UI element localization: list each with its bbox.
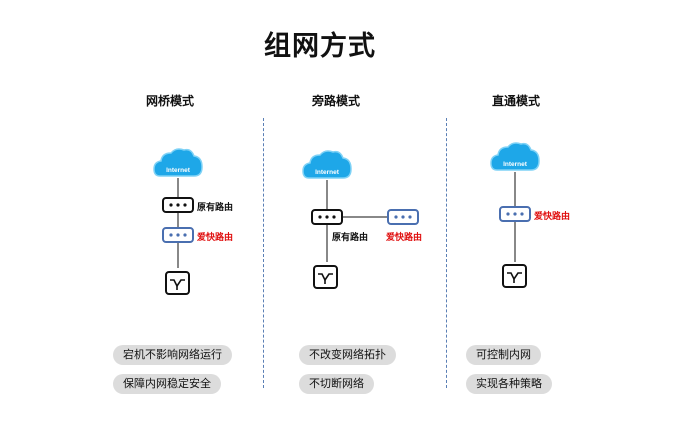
feature-badge: 不改变网络拓扑 — [299, 345, 396, 365]
divider-left — [263, 118, 264, 388]
direct-diagram: Internet — [490, 142, 540, 288]
feature-badge: 实现各种策略 — [466, 374, 552, 394]
device-label-primary-router: 原有路由 — [332, 233, 369, 243]
page-title: 组网方式 — [264, 31, 376, 62]
device-label-aikuai-router: 爱快路由 — [534, 212, 571, 222]
switch-icon — [165, 271, 190, 295]
bridge-diagram: Internet — [153, 148, 203, 295]
feature-badge: 可控制内网 — [466, 345, 541, 365]
aikuai-router-icon — [387, 209, 419, 225]
router-icon — [162, 197, 194, 213]
feature-badge: 宕机不影响网络运行 — [113, 345, 232, 365]
cloud-label: Internet — [315, 169, 340, 176]
feature-badge: 不切断网络 — [299, 374, 374, 394]
bypass-diagram: Internet — [302, 150, 419, 289]
divider-right — [446, 118, 447, 388]
device-label-aikuai-router: 爱快路由 — [197, 233, 234, 243]
switch-icon — [502, 264, 527, 288]
aikuai-router-icon — [499, 206, 531, 222]
mode-title-bridge: 网桥模式 — [145, 94, 194, 108]
mode-title-bypass: 旁路模式 — [311, 94, 360, 108]
cloud-label: Internet — [503, 161, 528, 168]
device-label-primary-router: 原有路由 — [197, 203, 234, 213]
cloud-label: Internet — [166, 167, 191, 174]
router-icon — [311, 209, 343, 225]
aikuai-router-icon — [162, 227, 194, 243]
mode-title-direct: 直通模式 — [491, 94, 540, 108]
feature-badge: 保障内网稳定安全 — [113, 374, 221, 394]
device-label-aikuai-router: 爱快路由 — [386, 233, 423, 243]
switch-icon — [313, 265, 338, 289]
